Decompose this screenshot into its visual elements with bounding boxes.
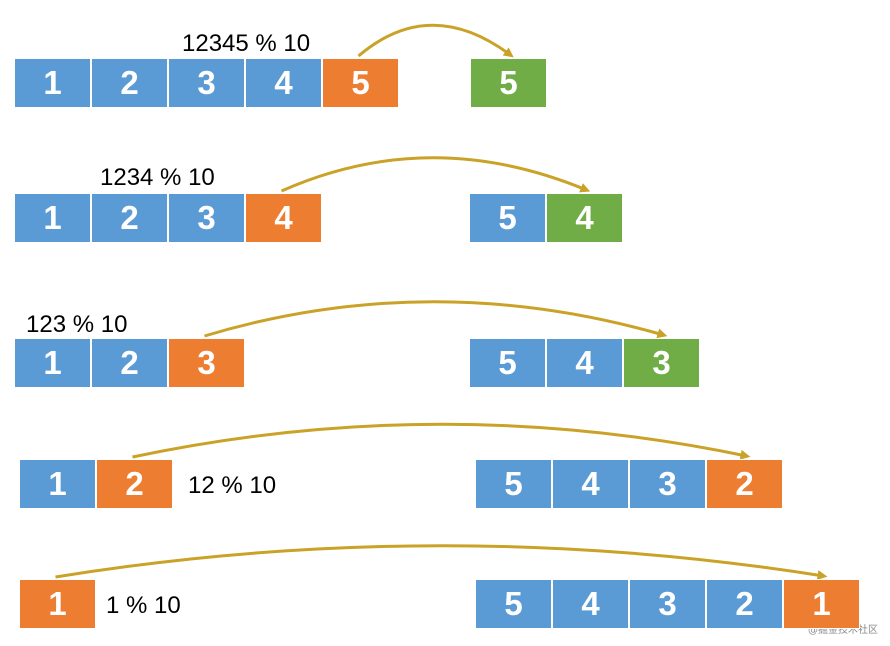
move-digit-arrow: [204, 300, 668, 339]
result-digit-cell: 5: [475, 459, 552, 509]
result-digit-cell: 2: [706, 459, 783, 509]
source-digit-cell: 1: [14, 338, 91, 388]
step-label: 12 % 10: [188, 472, 277, 499]
result-digit-cell: 2: [706, 579, 783, 629]
source-digit-cell: 2: [91, 338, 168, 388]
result-digit-cell: 5: [469, 338, 546, 388]
source-digit-cell: 3: [168, 338, 245, 388]
result-digit-cell: 4: [546, 193, 623, 243]
result-digit-cell: 5: [470, 58, 547, 108]
source-digit-cell: 1: [19, 459, 96, 509]
source-digit-cell: 2: [91, 193, 168, 243]
move-digit-arrow: [280, 156, 591, 193]
result-digit-cell: 3: [629, 579, 706, 629]
step-label: 1234 % 10: [100, 164, 215, 191]
result-digit-cell: 3: [629, 459, 706, 509]
source-digit-cell: 1: [14, 193, 91, 243]
result-digit-cell: 4: [552, 459, 629, 509]
result-digit-cell: 3: [623, 338, 700, 388]
step-label: 12345 % 10: [182, 30, 311, 57]
step-label: 123 % 10: [26, 311, 128, 338]
source-digit-cell: 4: [245, 193, 322, 243]
source-digit-cell: 1: [19, 579, 96, 629]
watermark: @掘金技术社区: [808, 625, 878, 636]
move-digit-arrow: [357, 23, 514, 58]
source-digit-cell: 2: [91, 58, 168, 108]
source-digit-cell: 3: [168, 58, 245, 108]
source-digit-cell: 3: [168, 193, 245, 243]
move-digit-arrow: [55, 544, 828, 580]
step-label: 1 % 10: [106, 592, 181, 619]
result-digit-cell: 4: [546, 338, 623, 388]
result-digit-cell: 5: [469, 193, 546, 243]
source-digit-cell: 5: [322, 58, 399, 108]
result-digit-cell: 1: [783, 579, 860, 629]
source-digit-cell: 1: [14, 58, 91, 108]
source-digit-cell: 2: [96, 459, 173, 509]
source-digit-cell: 4: [245, 58, 322, 108]
move-digit-arrow: [132, 422, 751, 460]
result-digit-cell: 4: [552, 579, 629, 629]
result-digit-cell: 5: [475, 579, 552, 629]
